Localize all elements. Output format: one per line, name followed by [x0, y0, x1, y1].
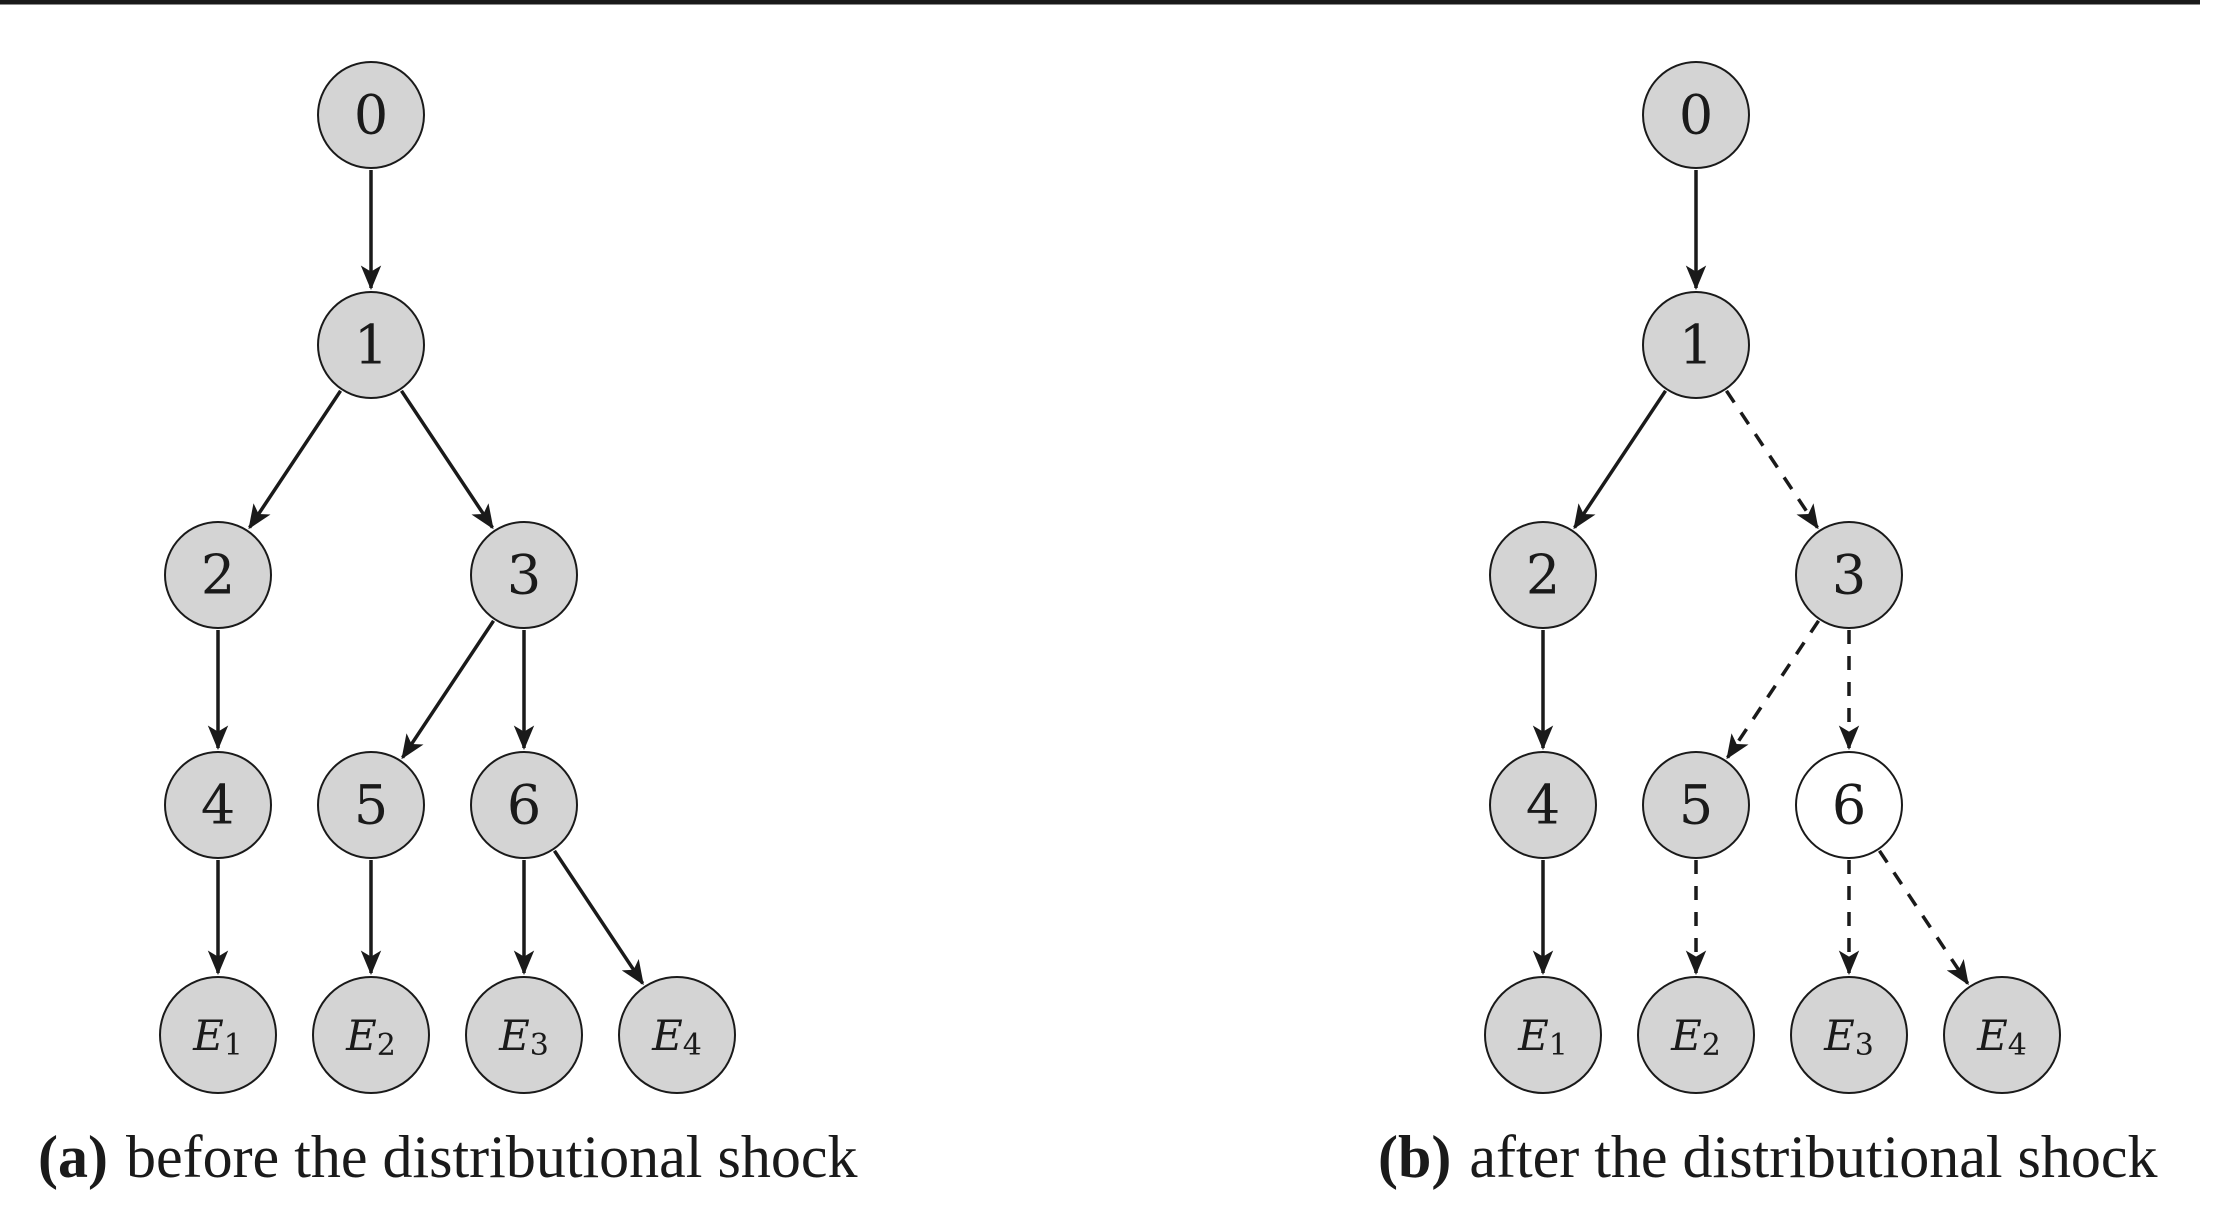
panel-a-node-4: 4 [164, 751, 272, 859]
panel-a-node-1: 1 [317, 291, 425, 399]
panel-b-node-2: 2 [1489, 521, 1597, 629]
panel-b-node-E4-circle [1943, 976, 2061, 1094]
panel-a-node-E1: E1 [159, 976, 277, 1094]
panel-a-edge-1-to-3 [400, 389, 494, 530]
panel-a-node-2-circle [164, 521, 272, 629]
panel-b-node-0-label: 0 [1679, 84, 1713, 147]
panel-a-edge-1-to-2 [248, 389, 342, 530]
panel-b-node-E2-circle [1637, 976, 1755, 1094]
panel-a-edge-3-to-5 [401, 619, 495, 760]
panel-b-node-6-circle [1795, 751, 1903, 859]
panel-a-node-0: 0 [317, 61, 425, 169]
panel-a-node-E4-label: E4 [651, 1011, 702, 1063]
panel-b-node-2-circle [1489, 521, 1597, 629]
panel-a-node-4-circle [164, 751, 272, 859]
panel-a-tree: 0 1 2 3 4 5 6E1 E2 E3 E4 [159, 61, 736, 1094]
panel-b-node-E1-label: E1 [1517, 1011, 1568, 1063]
panel-a-node-3-circle [470, 521, 578, 629]
panel-a-node-1-label: 1 [354, 314, 388, 377]
caption-b: (b) after the distributional shock [1378, 1127, 2158, 1187]
panel-a-node-5: 5 [317, 751, 425, 859]
panel-b-node-3-label: 3 [1832, 544, 1866, 607]
panel-b-tree: 0 1 2 3 4 5 6E1 E2 E3 E4 [1484, 61, 2061, 1094]
panel-a-node-E4: E4 [618, 976, 736, 1094]
panel-b-node-3-circle [1795, 521, 1903, 629]
panel-b-node-1: 1 [1642, 291, 1750, 399]
panel-a-node-3-label: 3 [507, 544, 541, 607]
panel-b-node-1-circle [1642, 291, 1750, 399]
panel-b-node-6: 6 [1795, 751, 1903, 859]
caption-b-text: after the distributional shock [1469, 1124, 2158, 1190]
panel-a-node-E1-label: E1 [192, 1011, 243, 1063]
panel-a-node-0-label: 0 [354, 84, 388, 147]
panel-a-node-E3: E3 [465, 976, 583, 1094]
panel-b-node-5-circle [1642, 751, 1750, 859]
panel-a-node-6-label: 6 [507, 774, 541, 837]
panel-b-node-5: 5 [1642, 751, 1750, 859]
panel-b-edge-1-to-2 [1573, 389, 1667, 530]
panel-b-node-E2: E2 [1637, 976, 1755, 1094]
panel-b-edge-3-to-5 [1726, 619, 1820, 760]
panel-b-node-3: 3 [1795, 521, 1903, 629]
panel-b-node-E4: E4 [1943, 976, 2061, 1094]
panel-a-node-E2-label: E2 [345, 1011, 396, 1063]
panel-b-node-0: 0 [1642, 61, 1750, 169]
panel-a-node-E2: E2 [312, 976, 430, 1094]
panel-b-node-E3-label: E3 [1823, 1011, 1874, 1063]
panel-b-node-2-label: 2 [1526, 544, 1560, 607]
caption-a-letter: (a) [38, 1124, 108, 1190]
panel-a-node-0-circle [317, 61, 425, 169]
panel-a-node-5-label: 5 [354, 774, 388, 837]
panel-b-node-6-label: 6 [1832, 774, 1866, 837]
panel-a-edge-6-to-E4 [553, 849, 645, 986]
caption-a-text: before the distributional shock [125, 1124, 858, 1190]
panel-b-edge-6-to-E4 [1878, 849, 1970, 986]
panel-a-node-6-circle [470, 751, 578, 859]
panel-b-node-E4-label: E4 [1976, 1011, 2027, 1063]
panel-b-node-E1: E1 [1484, 976, 1602, 1094]
panel-a-node-2-label: 2 [201, 544, 235, 607]
caption-a: (a) before the distributional shock [38, 1127, 857, 1187]
panel-a-node-5-circle [317, 751, 425, 859]
panel-b-node-4-circle [1489, 751, 1597, 859]
panel-a-node-E1-circle [159, 976, 277, 1094]
panel-b-node-E2-label: E2 [1670, 1011, 1721, 1063]
panel-a-node-E2-circle [312, 976, 430, 1094]
panel-a-node-2: 2 [164, 521, 272, 629]
panel-b-node-0-circle [1642, 61, 1750, 169]
panel-b-node-4-label: 4 [1526, 774, 1560, 837]
panel-a-node-E3-circle [465, 976, 583, 1094]
panel-b-node-4: 4 [1489, 751, 1597, 859]
panel-b-node-1-label: 1 [1679, 314, 1713, 377]
panel-a-node-E3-label: E3 [498, 1011, 549, 1063]
panel-a-node-3: 3 [470, 521, 578, 629]
panel-a-node-1-circle [317, 291, 425, 399]
caption-b-letter: (b) [1378, 1124, 1452, 1190]
panel-b-node-E3: E3 [1790, 976, 1908, 1094]
panel-a-node-6: 6 [470, 751, 578, 859]
panel-b-node-E1-circle [1484, 976, 1602, 1094]
panel-a-node-E4-circle [618, 976, 736, 1094]
panel-b-edge-1-to-3 [1725, 389, 1819, 530]
panel-b-node-E3-circle [1790, 976, 1908, 1094]
panel-b-node-5-label: 5 [1679, 774, 1713, 837]
panel-a-node-4-label: 4 [201, 774, 235, 837]
